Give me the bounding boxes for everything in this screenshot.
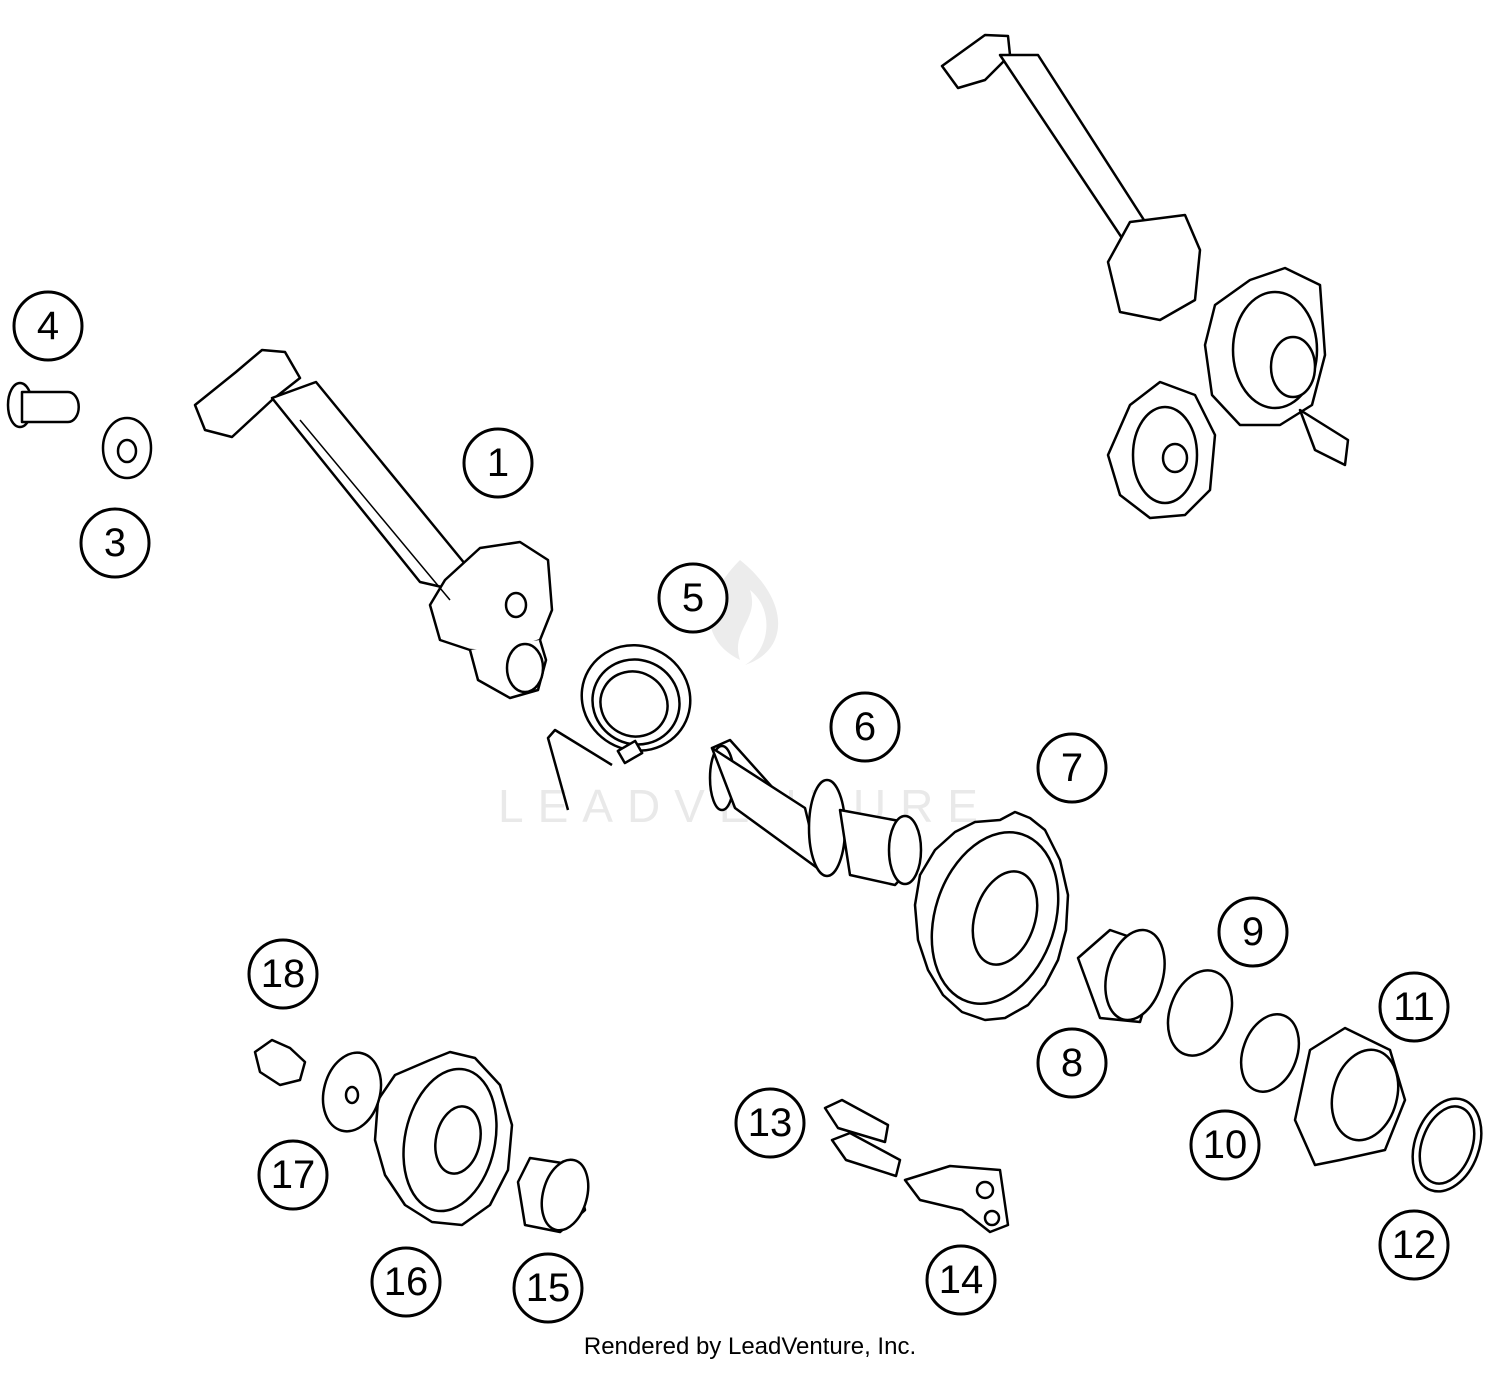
part-16-gear bbox=[373, 1050, 514, 1227]
callout-circle bbox=[734, 1087, 806, 1159]
callout-circle bbox=[1378, 971, 1450, 1043]
callout-label: 6 bbox=[854, 705, 876, 749]
callout-9: 9 bbox=[1217, 896, 1289, 968]
callout-circle bbox=[370, 1246, 442, 1318]
callout-5: 5 bbox=[657, 562, 729, 634]
callout-label: 13 bbox=[748, 1101, 793, 1145]
callout-3: 3 bbox=[79, 507, 151, 579]
callout-label: 4 bbox=[37, 304, 59, 348]
callout-circle bbox=[257, 1139, 329, 1211]
callout-label: 8 bbox=[1061, 1041, 1083, 1085]
callout-circle bbox=[1036, 1027, 1108, 1099]
watermark-flame-icon bbox=[710, 560, 779, 665]
callout-circle bbox=[512, 1252, 584, 1324]
callout-1: 1 bbox=[462, 427, 534, 499]
callout-17: 17 bbox=[257, 1139, 329, 1211]
credit-text: Rendered by LeadVenture, Inc. bbox=[583, 1333, 917, 1360]
part-6-shaft bbox=[708, 738, 923, 887]
part-11-ratchet bbox=[1293, 1026, 1407, 1167]
callout-circle bbox=[829, 691, 901, 763]
callout-circle bbox=[1217, 896, 1289, 968]
part-18-bolt bbox=[253, 1038, 307, 1087]
callout-label: 5 bbox=[682, 576, 704, 620]
callout-circle bbox=[462, 427, 534, 499]
part-14-stop-plate bbox=[903, 1164, 1010, 1234]
callout-label: 7 bbox=[1061, 746, 1083, 790]
part-9-ring bbox=[1166, 969, 1234, 1057]
callout-label: 12 bbox=[1392, 1223, 1437, 1267]
callout-circle bbox=[79, 507, 151, 579]
callout-13: 13 bbox=[734, 1087, 806, 1159]
part-7-gear bbox=[913, 810, 1070, 1022]
callout-11: 11 bbox=[1378, 971, 1450, 1043]
part-8-bushing bbox=[1076, 928, 1166, 1024]
callout-circle bbox=[1378, 1209, 1450, 1281]
callout-10: 10 bbox=[1189, 1109, 1261, 1181]
callout-label: 18 bbox=[261, 952, 306, 996]
callout-15: 15 bbox=[512, 1252, 584, 1324]
part-13-screws bbox=[823, 1098, 902, 1178]
callout-label: 16 bbox=[384, 1260, 429, 1304]
callout-circle bbox=[1036, 732, 1108, 804]
callout-18: 18 bbox=[247, 938, 319, 1010]
callout-label: 9 bbox=[1242, 910, 1264, 954]
callout-4: 4 bbox=[12, 290, 84, 362]
callout-12: 12 bbox=[1378, 1209, 1450, 1281]
part-15-bushing bbox=[516, 1156, 590, 1234]
part-4-pin bbox=[6, 381, 80, 429]
part-12-ring bbox=[1411, 1097, 1483, 1193]
callout-circle bbox=[247, 938, 319, 1010]
callout-label: 11 bbox=[1393, 985, 1435, 1029]
assembled-view bbox=[940, 33, 1350, 520]
callout-8: 8 bbox=[1036, 1027, 1108, 1099]
part-5-spring bbox=[546, 643, 692, 811]
part-10-circlip bbox=[1239, 1013, 1301, 1093]
callout-circle bbox=[925, 1244, 997, 1316]
callout-label: 14 bbox=[939, 1258, 984, 1302]
callout-circle bbox=[12, 290, 84, 362]
callout-label: 17 bbox=[271, 1153, 316, 1197]
callout-label: 3 bbox=[104, 521, 126, 565]
part-1-kickstart-lever bbox=[193, 348, 554, 700]
part-3-washer bbox=[101, 416, 153, 480]
callout-label: 15 bbox=[526, 1266, 571, 1310]
callout-circle bbox=[1189, 1109, 1261, 1181]
part-17-washer bbox=[321, 1051, 383, 1133]
callout-7: 7 bbox=[1036, 732, 1108, 804]
callout-label: 1 bbox=[487, 441, 509, 485]
callout-label: 10 bbox=[1203, 1123, 1248, 1167]
callout-circle bbox=[657, 562, 729, 634]
callout-14: 14 bbox=[925, 1244, 997, 1316]
callout-16: 16 bbox=[370, 1246, 442, 1318]
callout-6: 6 bbox=[829, 691, 901, 763]
